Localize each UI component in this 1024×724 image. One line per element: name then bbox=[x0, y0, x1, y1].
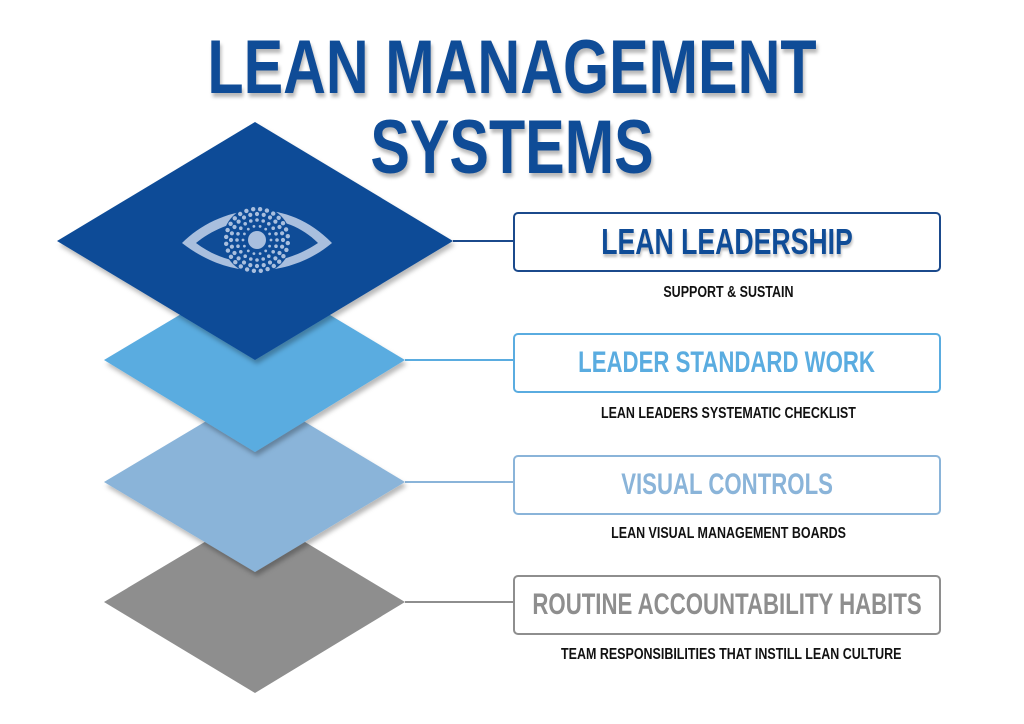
visual-controls-box: VISUAL CONTROLS bbox=[513, 455, 941, 515]
layer-description: LEAN LEADERS SYSTEMATIC CHECKLIST bbox=[601, 405, 856, 422]
routine-accountability-habits-box: ROUTINE ACCOUNTABILITY HABITS bbox=[513, 575, 941, 635]
layer-description: LEAN VISUAL MANAGEMENT BOARDS bbox=[611, 525, 846, 542]
layer-description: TEAM RESPONSIBILITIES THAT INSTILL LEAN … bbox=[561, 646, 902, 663]
layer-description: SUPPORT & SUSTAIN bbox=[663, 284, 794, 301]
leader-standard-work-box: LEADER STANDARD WORK bbox=[513, 333, 941, 393]
layer-diamond-3 bbox=[104, 392, 405, 572]
page-title: LEAN MANAGEMENT SYSTEMS bbox=[207, 25, 817, 190]
layer-diamond-2 bbox=[104, 270, 405, 452]
layer-label: LEAN LEADERSHIP bbox=[601, 221, 853, 262]
layer-label: VISUAL CONTROLS bbox=[621, 468, 833, 501]
layer-label: LEADER STANDARD WORK bbox=[578, 346, 876, 379]
lean-leadership-box: LEAN LEADERSHIP bbox=[513, 212, 941, 272]
layer-diamond-4 bbox=[104, 512, 405, 693]
layer-label: ROUTINE ACCOUNTABILITY HABITS bbox=[532, 588, 922, 621]
eye-icon bbox=[182, 206, 332, 274]
